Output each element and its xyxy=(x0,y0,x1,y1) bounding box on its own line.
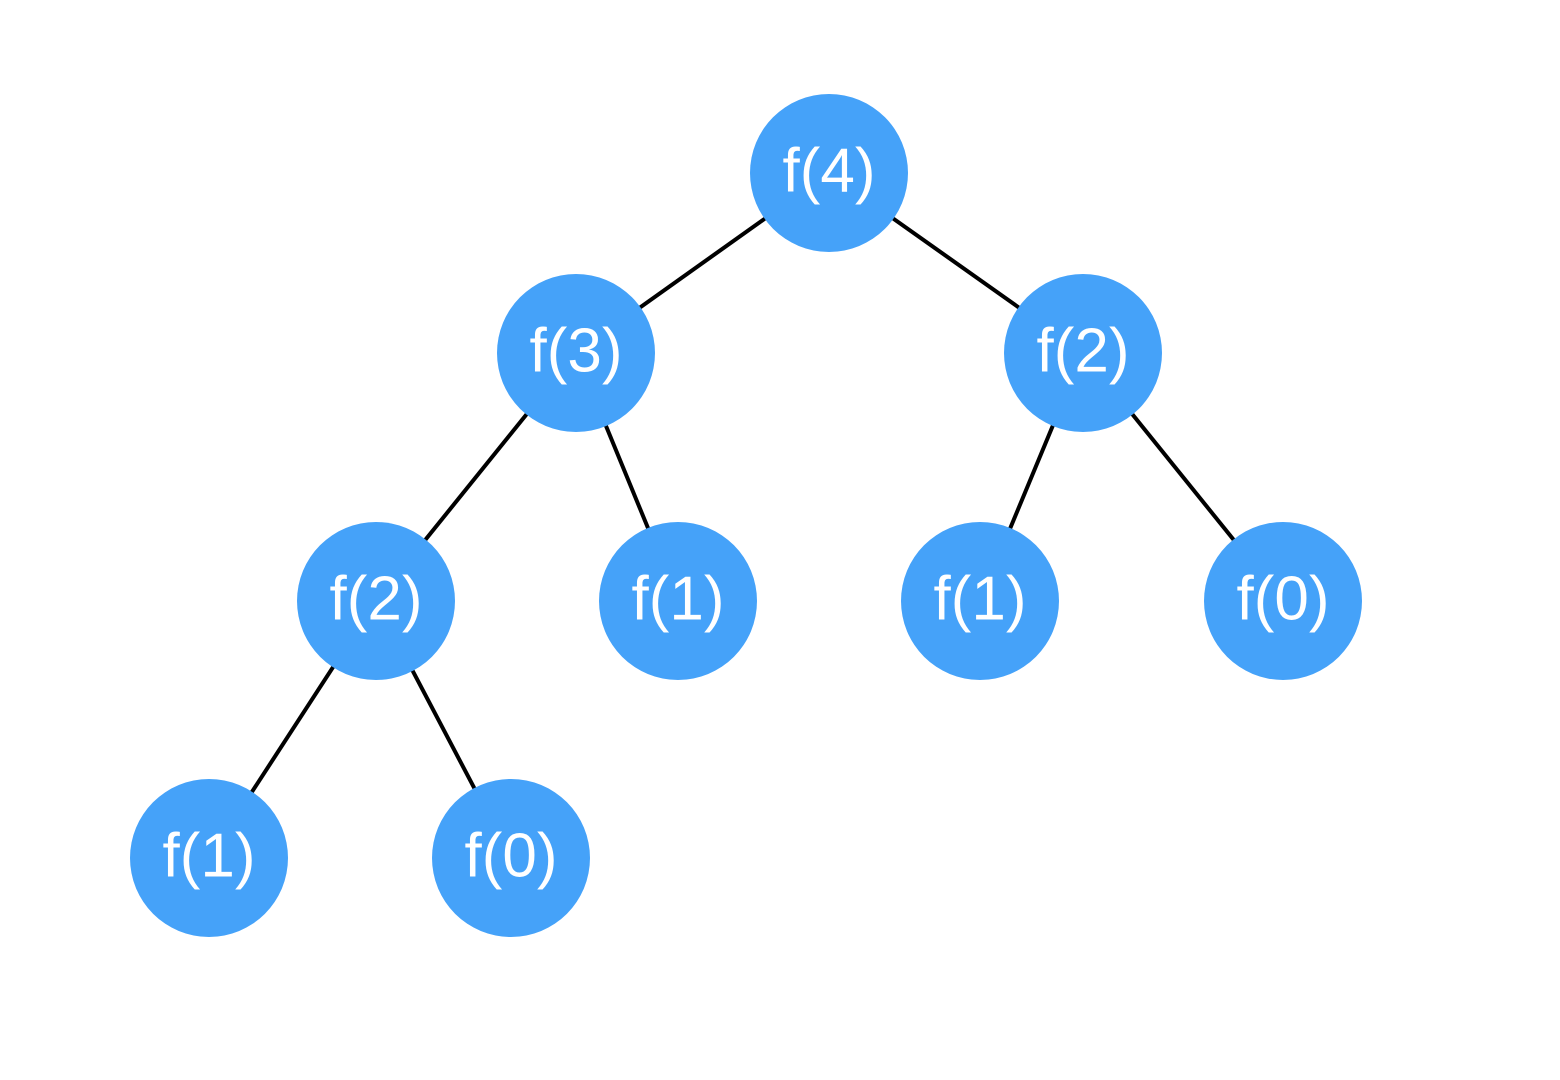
edges-layer xyxy=(207,171,1285,860)
tree-node-n1b: f(1) xyxy=(901,522,1059,680)
node-circle xyxy=(497,274,655,432)
node-circle xyxy=(130,779,288,937)
node-label: f(1) xyxy=(163,821,256,890)
node-label: f(2) xyxy=(1037,316,1130,385)
tree-node-n1c: f(1) xyxy=(130,779,288,937)
node-circle xyxy=(297,522,455,680)
node-label: f(2) xyxy=(330,564,423,633)
node-circle xyxy=(1204,522,1362,680)
node-circle xyxy=(599,522,757,680)
node-circle xyxy=(750,94,908,252)
node-circle xyxy=(1004,274,1162,432)
node-label: f(3) xyxy=(530,316,623,385)
tree-node-n3: f(3) xyxy=(497,274,655,432)
node-label: f(0) xyxy=(465,821,558,890)
node-label: f(0) xyxy=(1237,564,1330,633)
tree-node-n2l: f(2) xyxy=(297,522,455,680)
tree-node-n0a: f(0) xyxy=(1204,522,1362,680)
tree-node-n4: f(4) xyxy=(750,94,908,252)
tree-node-n0b: f(0) xyxy=(432,779,590,937)
tree-node-n2r: f(2) xyxy=(1004,274,1162,432)
node-label: f(4) xyxy=(783,136,876,205)
tree-node-n1a: f(1) xyxy=(599,522,757,680)
nodes-layer: f(4) f(3) f(2) f(2) f(1) f(1) f(0) f(1) f(0) xyxy=(130,94,1362,937)
node-circle xyxy=(901,522,1059,680)
node-label: f(1) xyxy=(632,564,725,633)
node-label: f(1) xyxy=(934,564,1027,633)
node-circle xyxy=(432,779,590,937)
